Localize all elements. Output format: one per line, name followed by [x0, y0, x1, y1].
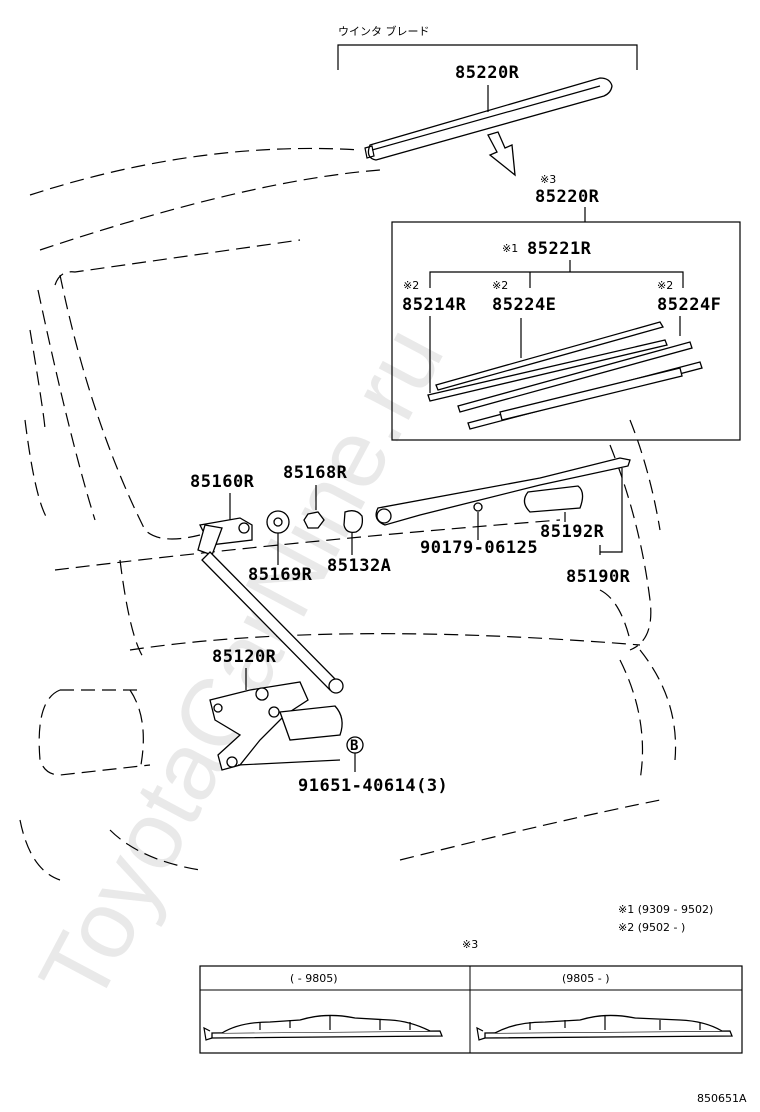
nut-part [303, 511, 325, 529]
label-85192R: 85192R [540, 522, 605, 542]
arrow-down-icon [487, 131, 516, 177]
wiper-arm [375, 457, 631, 526]
table-col2-header: (9805 - ) [562, 972, 610, 985]
note-2: ※2 (9502 - ) [618, 921, 685, 934]
label-85224E: 85224E [492, 295, 556, 315]
mark-2-b: ※2 [492, 279, 508, 292]
note-1: ※1 (9309 - 9502) [618, 903, 713, 916]
label-85160R: 85160R [190, 472, 255, 492]
wiper-blade-top [364, 77, 613, 161]
label-85190R: 85190R [566, 567, 631, 587]
vehicle-body-outline [19, 147, 677, 881]
blade-japanese-label: ウインタ ブレード [338, 24, 430, 38]
cap-part [343, 510, 364, 533]
arm-cover-part [523, 485, 584, 513]
header-bracket [337, 44, 638, 70]
label-85224F: 85224F [657, 295, 721, 315]
mark-1: ※1 [502, 242, 518, 255]
label-85214R: 85214R [402, 295, 467, 315]
blade-variant-new [476, 1014, 733, 1041]
rubber-strips [427, 316, 703, 430]
wiper-motor [209, 681, 343, 771]
variants-table [199, 965, 743, 1054]
small-nut-part [473, 502, 483, 512]
blade-variant-old [203, 1014, 443, 1041]
table-col1-header: ( - 9805) [290, 972, 338, 985]
mark-2-c: ※2 [657, 279, 673, 292]
mark-2-a: ※2 [403, 279, 419, 292]
detail-box [391, 221, 741, 441]
label-85168R: 85168R [283, 463, 348, 483]
label-90179-06125: 90179-06125 [420, 538, 538, 558]
label-85120R: 85120R [212, 647, 277, 667]
label-85169R: 85169R [248, 565, 313, 585]
table-mark-3: ※3 [462, 938, 478, 951]
label-85220R-top: 85220R [455, 63, 520, 83]
label-85132A: 85132A [327, 556, 391, 576]
bolt-b-label: B [350, 738, 358, 754]
diagram-code: 850651A [697, 1092, 747, 1105]
label-85220R-detail: 85220R [535, 187, 600, 207]
pivot-assembly [197, 517, 253, 556]
label-91651-40614: 91651-40614(3) [298, 776, 448, 796]
mark-3-detail: ※3 [540, 173, 556, 186]
label-85221R: 85221R [527, 239, 592, 259]
